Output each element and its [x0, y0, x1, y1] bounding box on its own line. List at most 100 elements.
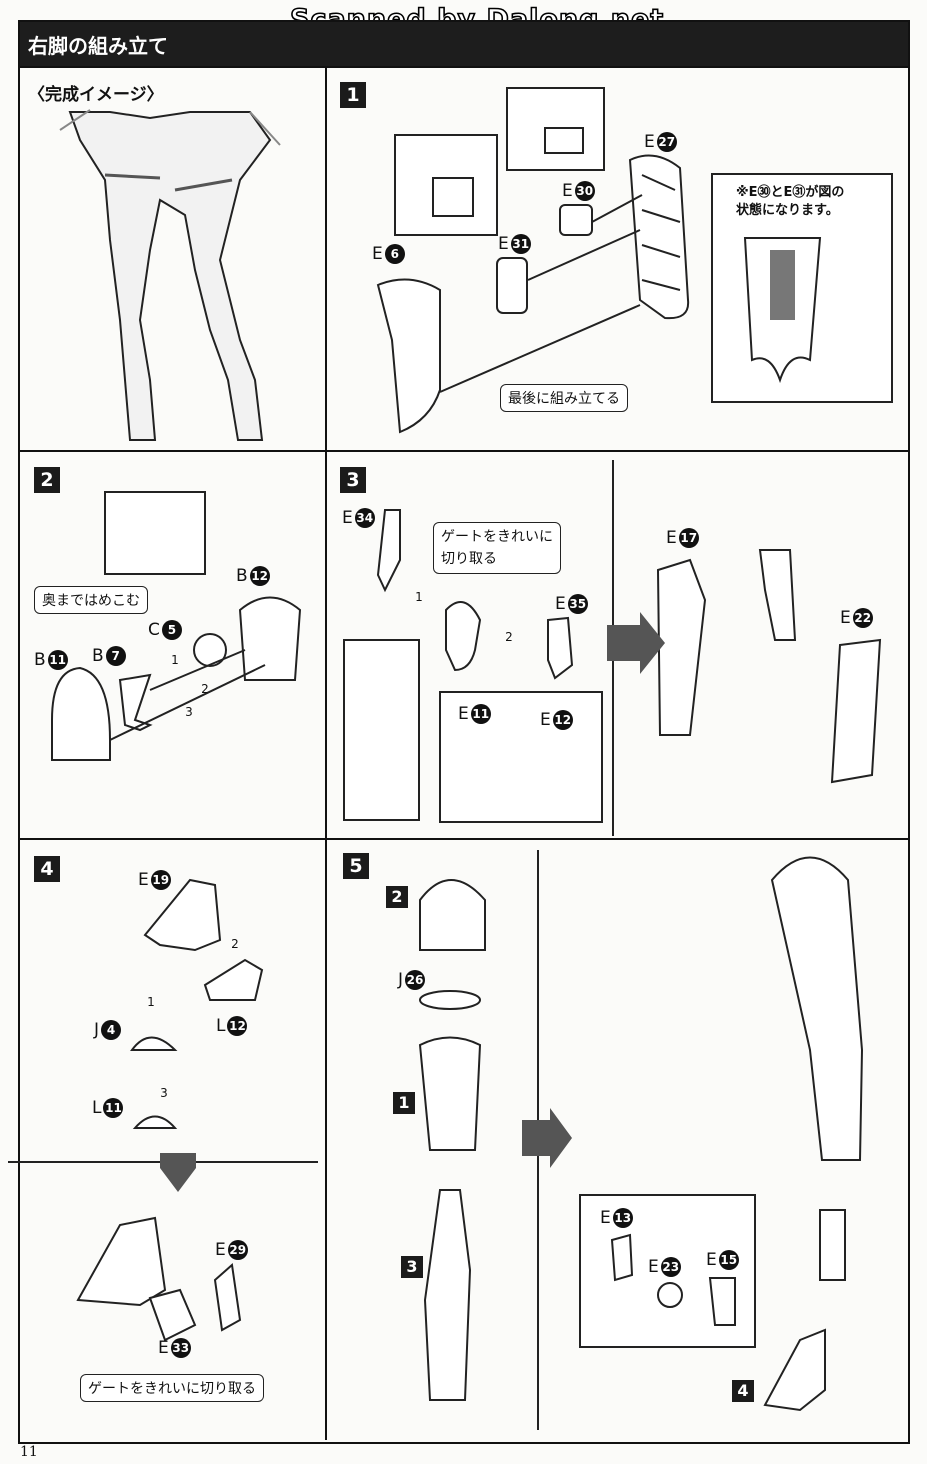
part-letter: E [706, 1250, 717, 1270]
side-note-line: 状態になります。 [736, 203, 839, 218]
part-number: 11 [103, 1098, 124, 1118]
note-line: 切り取る [441, 551, 497, 567]
note-line: ゲートをきれいに [441, 529, 553, 545]
note-cut-gate: ゲートをきれいに切り取る [80, 1374, 264, 1402]
part-letter: E [458, 704, 469, 724]
part-letter: L [92, 1098, 102, 1118]
part-letter: E [648, 1257, 659, 1277]
part-number: 27 [656, 132, 677, 152]
divider [18, 450, 910, 452]
part-number: 12 [227, 1016, 248, 1036]
part-letter: E [158, 1338, 169, 1358]
step-1-badge: 1 [340, 82, 366, 108]
part-number: 33 [170, 1338, 191, 1358]
part-number: 22 [852, 608, 873, 628]
order-number: 2 [201, 682, 209, 696]
part-letter: E [342, 508, 353, 528]
ref-badge: 1 [393, 1092, 415, 1114]
part-number: 17 [678, 528, 699, 548]
order-number: 2 [231, 937, 239, 951]
part-letter: E [498, 234, 509, 254]
part-number: 19 [150, 870, 171, 890]
step-3-badge: 3 [340, 467, 366, 493]
ref-badge: 4 [732, 1380, 754, 1402]
part-number: 29 [227, 1240, 248, 1260]
part-number: 31 [510, 234, 531, 254]
divider [18, 66, 910, 68]
part-number: 13 [612, 1208, 633, 1228]
part-letter: E [372, 244, 383, 264]
step-2-badge: 2 [34, 467, 60, 493]
part-letter: E [562, 181, 573, 201]
part-letter: E [600, 1208, 611, 1228]
part-letter: L [216, 1016, 226, 1036]
part-letter: E [840, 608, 851, 628]
order-number: 3 [185, 705, 193, 719]
part-letter: E [138, 870, 149, 890]
step-5-badge: 5 [343, 853, 369, 879]
part-number: 34 [354, 508, 375, 528]
part-letter: B [236, 566, 248, 586]
note-push-fully: 奥まではめこむ [34, 586, 148, 614]
part-letter: J [94, 1020, 100, 1040]
part-letter: J [398, 970, 404, 990]
order-number: 2 [505, 630, 513, 644]
part-number: 23 [660, 1257, 681, 1277]
part-number: 4 [101, 1020, 122, 1040]
preview-label: 〈完成イメージ〉 [28, 85, 164, 105]
part-letter: E [540, 710, 551, 730]
divider [325, 66, 327, 1440]
part-letter: B [92, 646, 104, 666]
ref-badge: 2 [386, 886, 408, 908]
ref-badge: 3 [401, 1256, 423, 1278]
section-title-bar: 右脚の組み立て [18, 20, 910, 66]
note-cut-gate: ゲートをきれいに 切り取る [433, 522, 561, 574]
part-letter: C [148, 620, 160, 640]
order-number: 1 [415, 590, 423, 604]
part-number: 30 [574, 181, 595, 201]
part-number: 12 [552, 710, 573, 730]
part-number: 11 [470, 704, 491, 724]
part-letter: E [644, 132, 655, 152]
side-note: ※E㉚とE㉛が図の 状態になります。 [736, 184, 844, 220]
part-number: 15 [718, 1250, 739, 1270]
part-number: 6 [384, 244, 405, 264]
part-number: 5 [161, 620, 182, 640]
note-assemble-last: 最後に組み立てる [500, 384, 628, 412]
page-number: 11 [20, 1444, 38, 1460]
side-note-line: ※E㉚とE㉛が図の [736, 185, 845, 200]
part-number: 12 [249, 566, 270, 586]
part-letter: E [555, 594, 566, 614]
part-number: 11 [47, 650, 68, 670]
part-letter: E [215, 1240, 226, 1260]
section-title: 右脚の組み立て [28, 34, 168, 58]
order-number: 1 [171, 653, 179, 667]
part-number: 35 [567, 594, 588, 614]
order-number: 1 [147, 995, 155, 1009]
